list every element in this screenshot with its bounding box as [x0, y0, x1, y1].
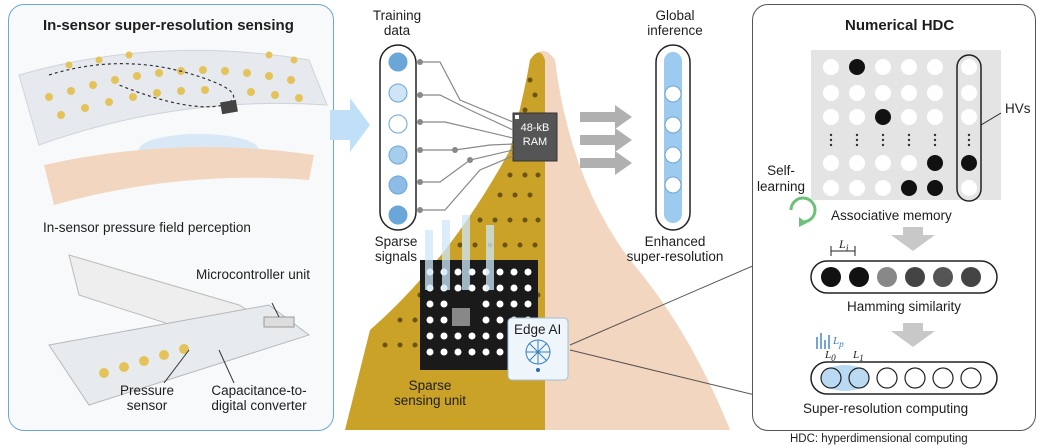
hv-leader [980, 112, 1002, 126]
chip-icon [220, 99, 238, 115]
mcu-chip [263, 316, 295, 328]
down-arrow-2 [891, 323, 935, 347]
global-inference-cells [664, 85, 682, 194]
right-panel: Numerical HDC HVs Self- learning Associa… [752, 4, 1036, 431]
light-beams [425, 215, 494, 290]
circuit-lines [420, 61, 514, 211]
input-arrow [330, 98, 370, 152]
left-panel: In-sensor super-resolution sensing In-se… [8, 4, 334, 431]
sparse-sensing-unit-label: Sparse sensing unit [393, 378, 467, 408]
hv-column-outline [956, 54, 982, 202]
memory-grid-bg [811, 50, 1001, 200]
down-arrow-1 [891, 227, 935, 251]
self-learning-icon [789, 196, 817, 227]
global-inference-gradient [664, 52, 682, 223]
right-panel-title: Numerical HDC [845, 17, 955, 34]
sensor-sheet [18, 49, 328, 146]
pressure-leader [163, 349, 190, 384]
ram-chip-marker [515, 115, 519, 119]
memory-grid-cells [823, 59, 977, 196]
superres-computing-label: Super-resolution computing [803, 401, 969, 416]
sensor-dots [45, 51, 303, 119]
memory-grid-ellipsis [829, 133, 971, 147]
waveform-icon [816, 333, 830, 349]
hvs-label: HVs [1005, 101, 1031, 116]
connector-line-top [569, 264, 755, 346]
connector-line-bottom [569, 349, 755, 396]
pressure-sensor-label: Pressure sensor [119, 383, 175, 413]
l0-label: L0 [825, 349, 836, 364]
superres-cells [820, 367, 982, 389]
sparse-signals-label: Sparse signals [374, 234, 418, 264]
ram-label: 48-kB RAM [520, 122, 550, 148]
trace-line [48, 63, 235, 108]
skin-layer [44, 147, 314, 205]
left-panel-title: In-sensor super-resolution sensing [43, 17, 294, 34]
enhanced-superres-label: Enhanced super-resolution [626, 234, 724, 264]
global-inference-label: Global inference [647, 8, 703, 38]
left-panel-illustration [18, 49, 328, 406]
center-illustration [330, 44, 755, 430]
training-data-label: Training data [372, 8, 422, 38]
li-label: Li [839, 237, 849, 255]
sensor-strip [48, 304, 311, 406]
ram-chip [512, 112, 558, 162]
center-chip [452, 308, 470, 326]
caption-pressure-field: In-sensor pressure field perception [43, 220, 251, 235]
self-learning-label: Self- learning [756, 163, 806, 194]
circuit-nodes [417, 59, 473, 213]
inference-arrows [580, 105, 632, 175]
training-data-cells [388, 52, 408, 225]
edge-ai-label: Edge AI [514, 322, 562, 337]
cdc-label: Capacitance-to- digital converter [211, 383, 307, 413]
training-data-capsule [379, 44, 417, 231]
superres-highlight [821, 365, 869, 391]
mcu-label: Microcontroller unit [196, 267, 311, 282]
mcu-leader [271, 302, 280, 318]
l1-label: L1 [853, 349, 864, 364]
cdc-leader [218, 349, 235, 384]
associative-memory-label: Associative memory [831, 208, 952, 223]
strip-dots [99, 344, 189, 378]
right-panel-illustration [789, 50, 1002, 395]
lp-label: Lp [833, 335, 844, 350]
hamming-cells [821, 267, 981, 287]
neural-dot [536, 368, 540, 372]
hdc-footnote: HDC: hyperdimensional computing [790, 433, 968, 445]
hamming-similarity-label: Hamming similarity [847, 299, 962, 314]
neural-net-icon [525, 339, 551, 365]
